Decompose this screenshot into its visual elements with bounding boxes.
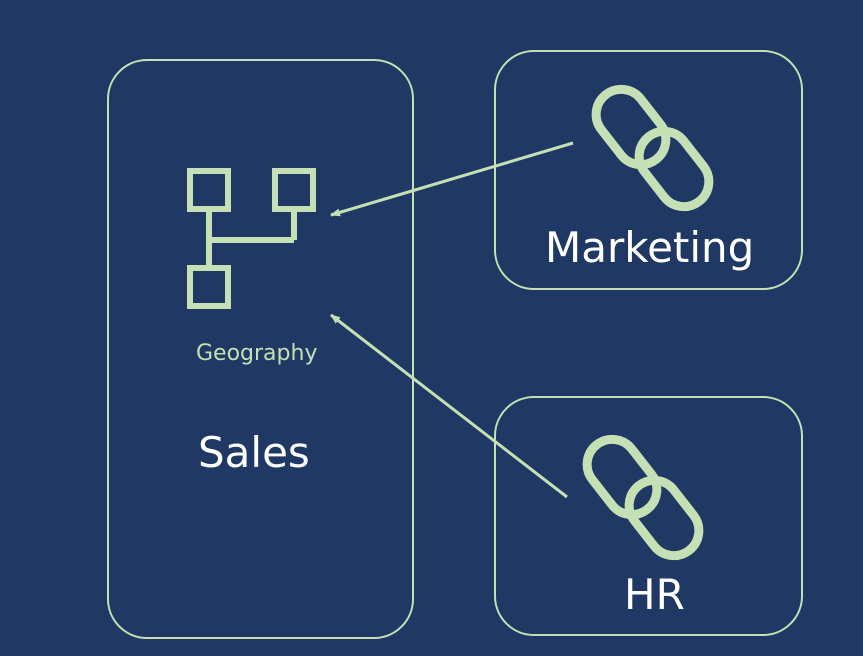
link-icon (591, 84, 714, 212)
sales-label: Sales (198, 428, 310, 477)
geography-label: Geography (196, 341, 318, 366)
arrow-hr-to-sales (330, 313, 568, 499)
hierarchy-icon (187, 168, 316, 309)
arrow-marketing-to-sales (330, 141, 574, 217)
hr-label: HR (624, 570, 685, 619)
marketing-container (494, 50, 803, 290)
marketing-label: Marketing (545, 223, 755, 272)
link-icon (582, 434, 704, 561)
hr-container (494, 396, 803, 636)
sales-container (107, 59, 414, 639)
